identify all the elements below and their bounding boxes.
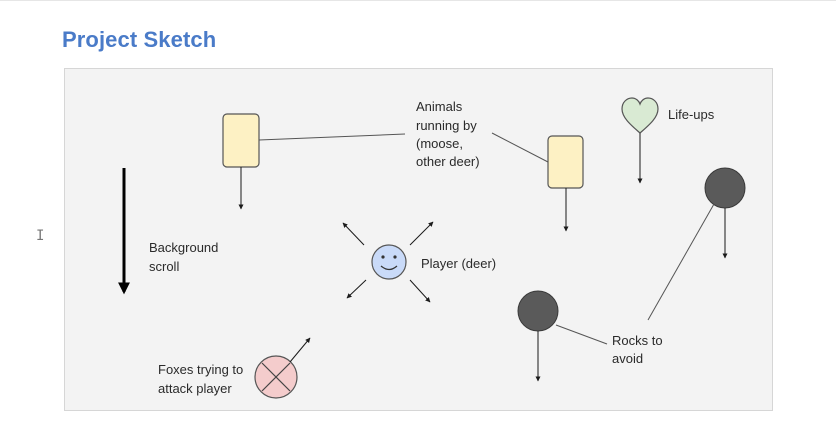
page-title: Project Sketch	[62, 27, 217, 52]
rocks-label: Rocks to avoid	[612, 333, 666, 366]
player-label: Player (deer)	[421, 256, 496, 271]
rock-circle-right	[704, 167, 746, 259]
animal-sprite-left	[222, 113, 260, 210]
player-move-arrows	[342, 221, 434, 303]
animals-label: Animals running by (moose, other deer)	[416, 99, 480, 169]
rocks-connector-upper	[647, 203, 715, 321]
player-smiley-icon	[371, 244, 407, 280]
rocks-connector-lower	[555, 324, 608, 345]
foxes-label: Foxes trying to attack player	[158, 362, 247, 396]
heart-icon	[621, 97, 659, 184]
life-ups-label: Life-ups	[668, 107, 715, 122]
background-scroll-label: Background scroll	[149, 240, 222, 274]
sketch-canvas	[64, 68, 773, 411]
animals-connector-right	[491, 132, 549, 163]
fox-crossed-circle-icon	[254, 337, 311, 399]
rock-circle-left	[517, 290, 559, 382]
animal-sprite-right	[547, 135, 584, 232]
animals-connector-left	[258, 133, 406, 141]
top-divider	[0, 0, 836, 1]
text-cursor-icon: I	[36, 228, 45, 244]
